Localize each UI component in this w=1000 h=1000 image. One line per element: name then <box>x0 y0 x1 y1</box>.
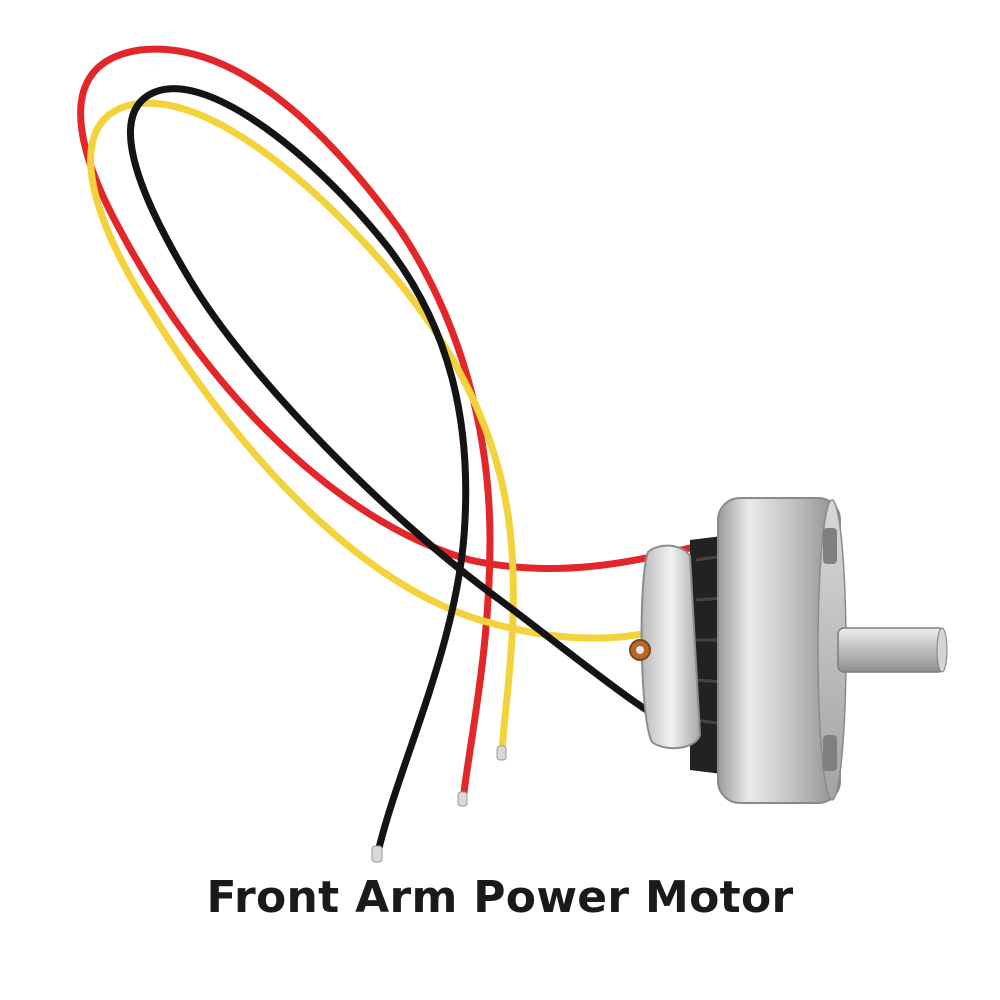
motor-shaft <box>837 627 945 673</box>
motor-mount-bracket <box>640 544 702 750</box>
motor-photo <box>77 45 948 863</box>
red-wire-tip <box>457 791 468 807</box>
shaft-end <box>936 627 948 673</box>
black-wire <box>126 85 704 856</box>
yellow-wire-tip <box>496 745 507 761</box>
bearing-center <box>636 646 644 654</box>
black-wire-tip <box>371 845 383 863</box>
bell-slot-bottom <box>823 735 837 771</box>
yellow-wire <box>87 99 709 756</box>
product-caption: Front Arm Power Motor <box>206 872 794 923</box>
bell-slot-top <box>823 528 837 564</box>
red-wire <box>77 45 694 804</box>
stator-detail <box>695 554 725 726</box>
